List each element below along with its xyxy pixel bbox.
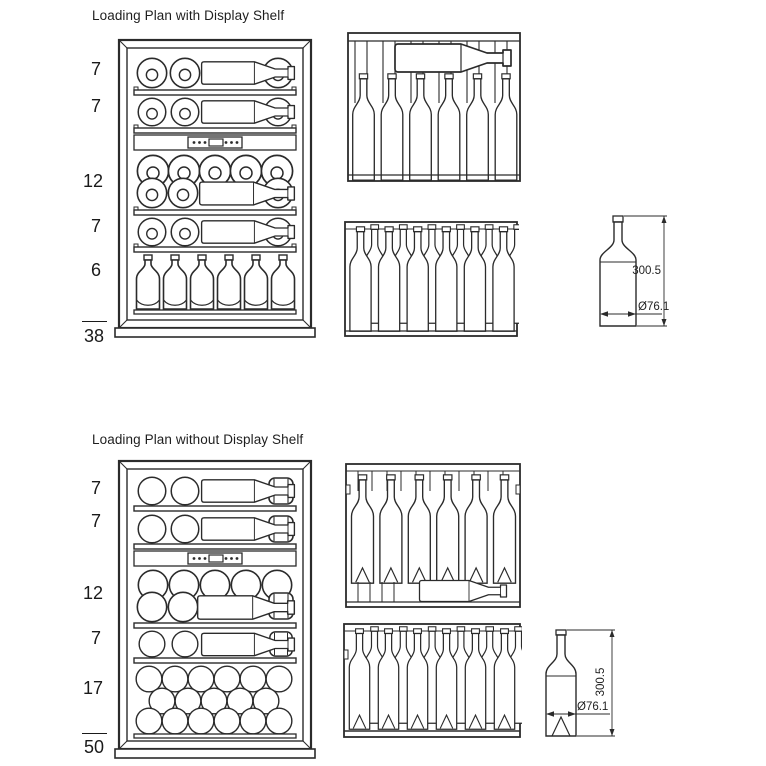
shelf-bar: [133, 209, 297, 216]
row-count-label: 7: [90, 628, 101, 648]
bottle-end-icon: [135, 665, 163, 693]
sum-line: [82, 733, 107, 734]
bottle-end-icon: [213, 665, 241, 693]
bottle-end-icon: [136, 177, 168, 209]
diameter-dimension-label: Ø76.1: [577, 701, 608, 713]
bottle-end-icon: [136, 591, 168, 623]
display-screen: [208, 138, 224, 147]
bottle-outline: [599, 215, 637, 327]
shelf-row: [133, 57, 297, 96]
shelf-side-view-display: [347, 32, 521, 182]
shelf-bar: [133, 622, 297, 629]
sum-line: [82, 321, 107, 322]
bottle-end-icon: [161, 707, 189, 735]
row-count-label: 7: [90, 478, 101, 498]
total-count-label: 38: [83, 326, 105, 346]
rail-notch: [515, 484, 521, 495]
bottle-end-icon: [136, 57, 168, 89]
shelf-bar: [133, 543, 297, 550]
cabinet-front-view-without-shelf: [114, 459, 316, 759]
bottle-end-icon: [161, 665, 189, 693]
rail-notch: [343, 649, 349, 660]
height-dimension: 300.5: [624, 215, 667, 327]
shelf-bar: [133, 505, 297, 512]
plan-with-shelf-title: Loading Plan with Display Shelf: [92, 8, 285, 23]
total-count-label: 50: [83, 737, 105, 757]
shelf-row: [133, 665, 297, 739]
bottle-end-icon: [265, 707, 293, 735]
bottle-outline: [545, 629, 577, 737]
shelf-row: [133, 154, 297, 216]
bottle-end-icon: [169, 57, 201, 89]
row-count-label: 12: [82, 583, 104, 603]
shelf-row: [133, 514, 297, 550]
bottle-end-icon: [167, 591, 199, 623]
shelf-row: [133, 217, 297, 253]
shelf-row: [133, 569, 297, 629]
control-panel: [133, 134, 297, 151]
row-count-label: 7: [90, 216, 101, 236]
bottle-end-icon: [239, 665, 267, 693]
bottle-end-icon: [137, 217, 167, 247]
height-dimension: 300.5: [567, 629, 615, 737]
diameter-dimension-label: Ø76.1: [638, 301, 669, 313]
row-count-label: 7: [90, 59, 101, 79]
row-count-label: 12: [82, 171, 104, 191]
bottle-end-icon: [170, 476, 200, 506]
bottle-end-icon: [170, 97, 200, 127]
plan-without-shelf-title: Loading Plan without Display Shelf: [92, 432, 304, 447]
diameter-dimension: Ø76.1: [546, 701, 610, 717]
bottle-dimension-drawing: 300.5 Ø76.1: [545, 629, 615, 737]
shelf-bar: [133, 89, 297, 96]
row-count-label: 7: [90, 511, 101, 531]
bottle-end-icon: [213, 707, 241, 735]
base-dividers: [357, 582, 395, 602]
shelf-bar: [133, 246, 297, 253]
bottle-end-icon: [167, 177, 199, 209]
bottle-end-icon: [170, 217, 200, 247]
shelf-side-view-lying-bottom: [345, 463, 521, 608]
cabinet-floor: [133, 733, 297, 739]
bottle-end-icon: [187, 707, 215, 735]
row-count-label: 7: [90, 96, 101, 116]
control-panel: [133, 550, 297, 567]
row-count-label: 17: [82, 678, 104, 698]
bottle-end-icon: [171, 630, 199, 658]
rail-notch: [345, 484, 351, 495]
shelf-side-view-standard: [344, 221, 519, 337]
height-dimension-label: 300.5: [632, 265, 661, 277]
display-screen: [208, 554, 224, 563]
cabinet-floor: [133, 309, 297, 315]
bottle-end-icon: [170, 514, 200, 544]
bottle-end-icon: [239, 707, 267, 735]
shelf-bar: [133, 657, 297, 664]
shelf-row: [133, 97, 297, 134]
bottle-dimension-drawing: 300.5 Ø76.1: [599, 215, 669, 327]
row-count-label: 6: [90, 260, 101, 280]
bottle-end-icon: [137, 514, 167, 544]
shelf-row: [133, 630, 297, 664]
bottle-end-icon: [137, 97, 167, 127]
diameter-dimension: Ø76.1: [600, 301, 669, 317]
shelf-row: [133, 476, 297, 512]
bottle-end-icon: [135, 707, 163, 735]
shelf-row: [133, 254, 297, 315]
shelf-side-view-double-row: [343, 623, 522, 738]
bottle-end-icon: [137, 476, 167, 506]
shelf-bar: [133, 127, 297, 134]
cabinet-front-view-with-shelf: [114, 38, 316, 338]
bottle-end-icon: [265, 665, 293, 693]
bottle-end-icon: [138, 630, 166, 658]
bottle-end-icon: [187, 665, 215, 693]
height-dimension-label: 300.5: [595, 668, 607, 697]
